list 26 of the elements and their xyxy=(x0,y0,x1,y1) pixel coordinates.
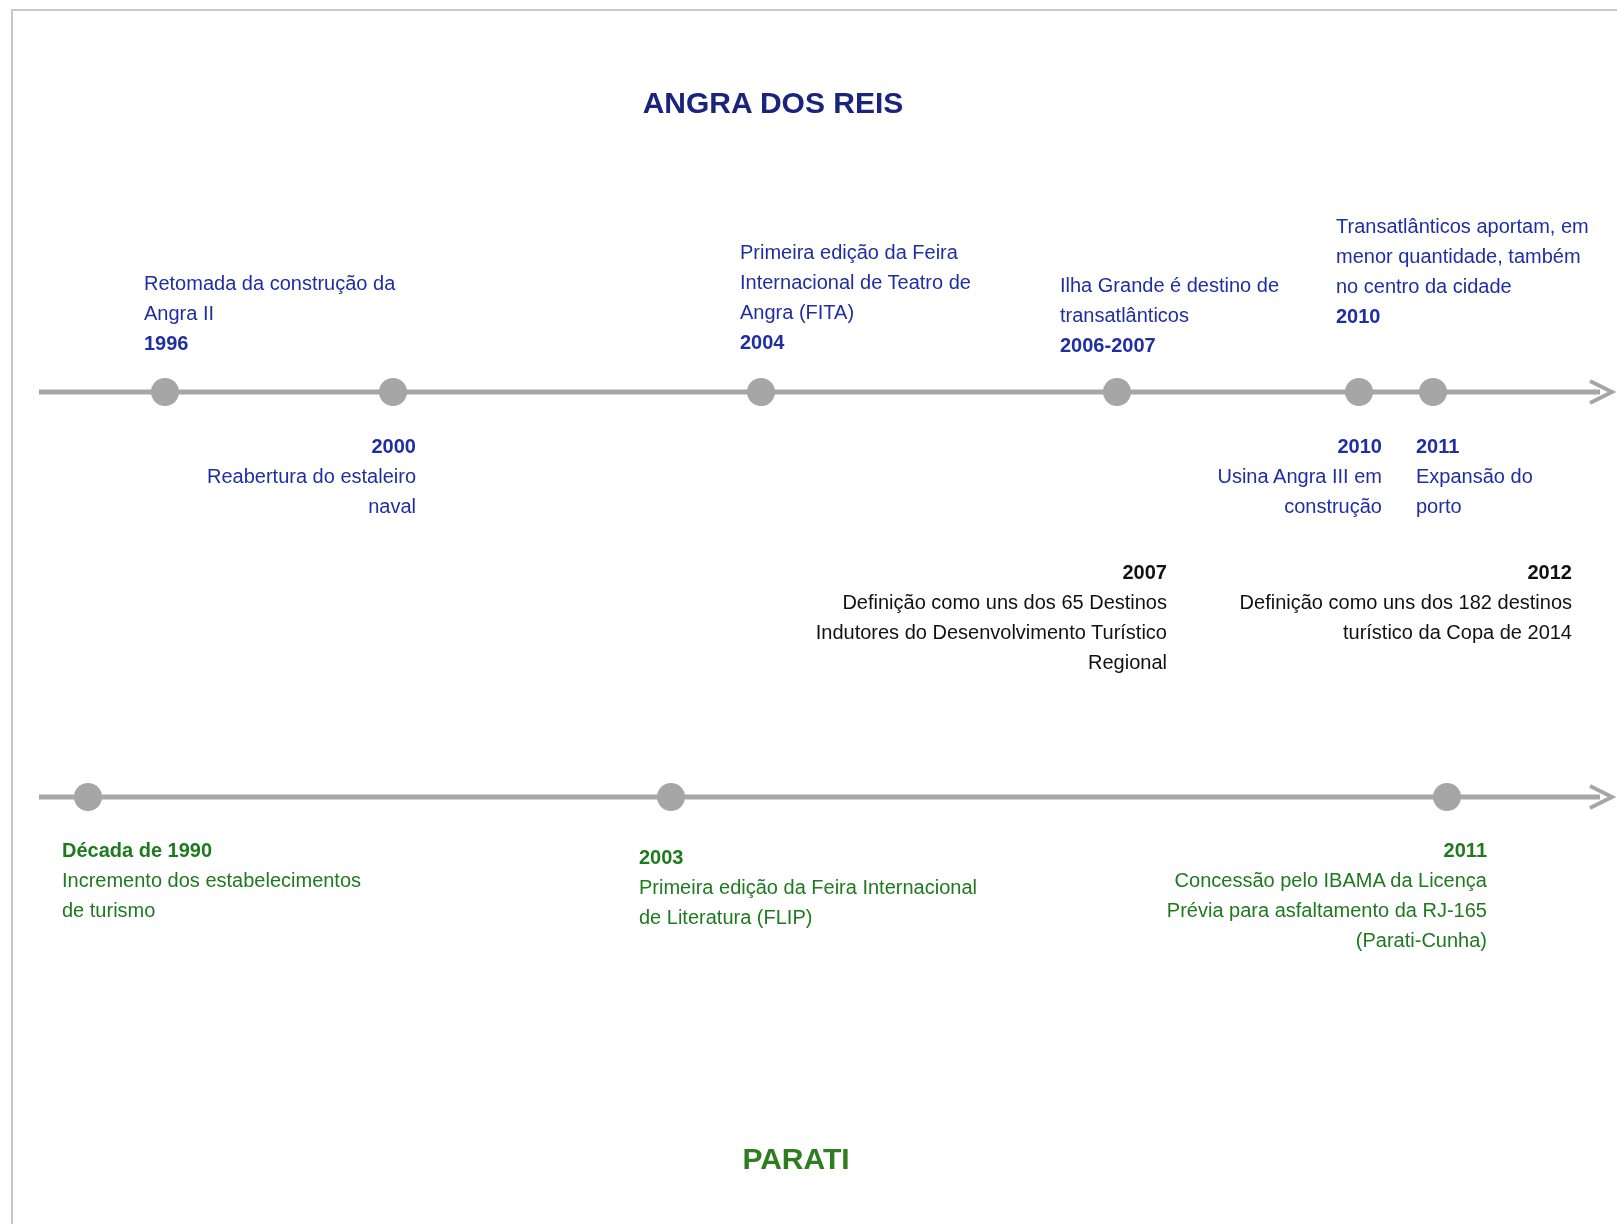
event-year: 2012 xyxy=(1526,560,1572,585)
event-description: Definição como uns dos 182 destinos turístico da Copa de 2014 xyxy=(1238,590,1572,645)
event-year: 2000 xyxy=(370,434,416,459)
event-description: Primeira edição da Feira Internacional de Teatro de Angra (FITA) xyxy=(740,240,972,325)
event-year: 1996 xyxy=(144,331,190,356)
event-year: 2010 xyxy=(1336,304,1382,329)
event-year: Década de 1990 xyxy=(62,838,214,863)
title: ANGRA DOS REIS xyxy=(642,86,904,120)
caption: PARATI xyxy=(742,1142,850,1176)
event-year: 2003 xyxy=(639,845,685,870)
event-year: 2010 xyxy=(1336,434,1382,459)
event-year: 2006-2007 xyxy=(1060,333,1157,358)
event-description: Transatlânticos aportam, em menor quantidade, também no centro da cidade xyxy=(1336,214,1590,299)
event-description: Concessão pelo IBAMA da Licença Prévia para asfaltamento da RJ-165 (Parati-Cunha) xyxy=(1165,868,1487,953)
event-description: Retomada da construção da Angra II xyxy=(144,271,397,326)
event-description: Incremento dos estabelecimentos de turismo xyxy=(62,868,363,923)
event-year: 2011 xyxy=(1442,838,1487,863)
event-description: Reabertura do estaleiro naval xyxy=(206,464,416,519)
event-year: 2004 xyxy=(740,330,786,355)
event-description: Ilha Grande é destino de transatlânticos xyxy=(1060,273,1281,328)
event-description: Usina Angra III em construção xyxy=(1216,464,1382,519)
event-description: Expansão do porto xyxy=(1416,464,1534,519)
event-year: 2011 xyxy=(1416,434,1461,459)
event-description: Primeira edição da Feira Internacional de Literatura (FLIP) xyxy=(639,875,978,930)
event-description: Definição como uns dos 65 Destinos Indutores do Desenvolvimento Turístico Regional xyxy=(814,590,1167,675)
event-year: 2007 xyxy=(1121,560,1167,585)
